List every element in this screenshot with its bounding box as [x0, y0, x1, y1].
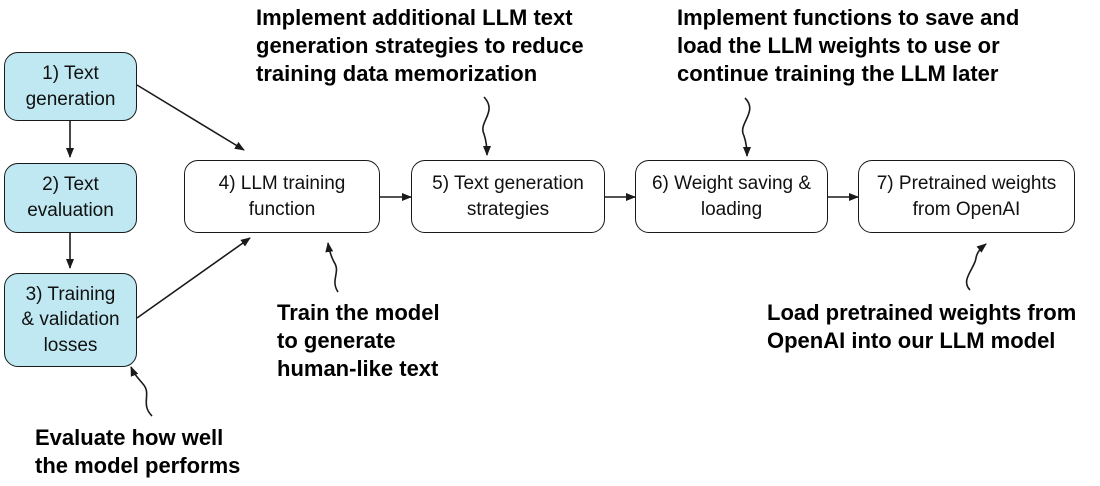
- text-evaluation-box: 2) Text evaluation: [4, 163, 137, 233]
- text-generation-strategies-box: 5) Text generation strategies: [411, 160, 605, 233]
- llm-training-function-box: 4) LLM training function: [184, 160, 380, 233]
- generation-strategies-note: Implement additional LLM text generation…: [256, 5, 584, 87]
- training-validation-losses-box: 3) Training & validation losses: [4, 273, 137, 367]
- pointer-pretrained-weights: [965, 243, 987, 291]
- pointer-training-function: [325, 242, 339, 293]
- training-note: Train the model to generate human-like t…: [277, 300, 440, 382]
- arrow-1-to-4: [136, 84, 245, 151]
- weight-saving-note: Implement functions to save and load the…: [677, 5, 1020, 87]
- pointer-training-losses: [130, 366, 153, 417]
- text-generation-box: 1) Text generation: [4, 52, 137, 121]
- weight-saving-loading-box: 6) Weight saving & loading: [635, 160, 828, 233]
- arrow-3-to-4: [136, 237, 251, 319]
- pointer-weight-saving: [741, 97, 751, 157]
- evaluation-note: Evaluate how well the model performs: [35, 425, 241, 479]
- pointer-generation-strategies: [482, 96, 491, 156]
- pretrained-note: Load pretrained weights from OpenAI into…: [767, 300, 1077, 354]
- pretrained-weights-box: 7) Pretrained weights from OpenAI: [858, 160, 1075, 233]
